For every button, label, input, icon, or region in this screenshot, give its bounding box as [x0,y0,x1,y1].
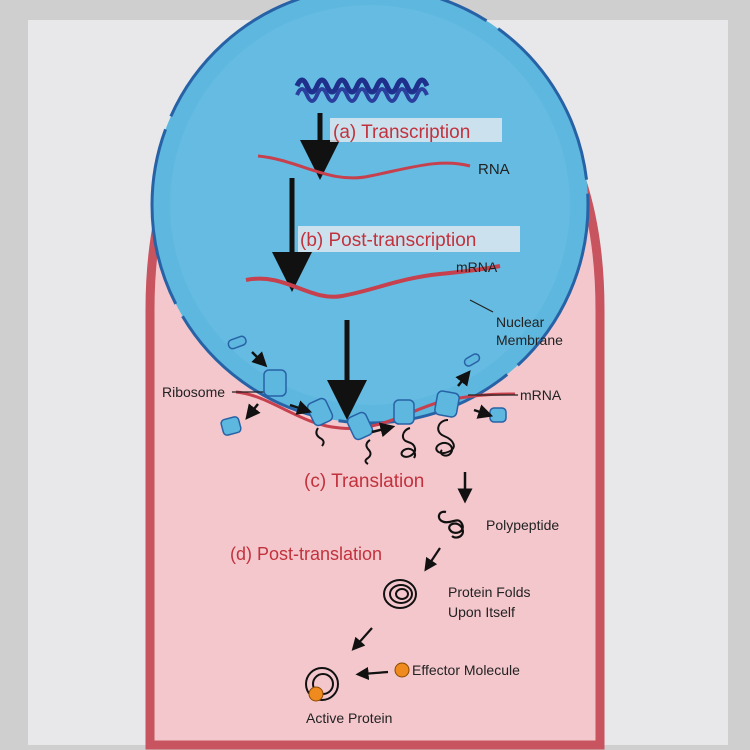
label-protein-folds-1: Protein Folds [448,584,530,600]
ribosome [434,390,460,418]
arrow-folding [351,627,373,651]
polypeptide-icon [437,510,464,539]
folded-protein-icon [383,579,417,609]
label-protein-folds-2: Upon Itself [448,604,515,620]
label-effector-molecule: Effector Molecule [412,662,520,678]
label-ribosome: Ribosome [162,384,225,400]
mrna-strand-nucleus [245,264,501,299]
label-nuclear-membrane-1: Nuclear [496,314,545,330]
label-polypeptide: Polypeptide [486,517,559,533]
ribosome [306,397,334,427]
ribosome-cycle-arrows [245,351,494,438]
post-transcription-label-bg [298,226,520,252]
label-nuclear-membrane-2: Membrane [496,332,563,348]
mrna-strand-cytoplasm [235,390,516,430]
step-post-translation: (d) Post-translation [230,544,382,564]
ribosome [227,335,247,350]
nucleus [150,0,590,425]
ribosome [346,411,374,441]
ribosome [220,416,242,436]
arrow-effector [355,666,389,681]
dna-helix-strand [295,87,429,103]
step-post-transcription: (b) Post-transcription [300,230,476,251]
label-mrna-nucleus: mRNA [456,259,498,275]
active-protein-icon [305,667,339,702]
step-translation: (c) Translation [304,471,424,492]
ribosome [263,369,287,397]
effector-molecule-icon [394,662,410,678]
dna-helix [294,77,430,95]
ribosome [393,399,415,425]
ribosome [463,353,481,367]
bound-effector-icon [308,686,324,702]
arrow-post-translation [424,547,441,572]
ribosomes [220,335,507,441]
label-rna: RNA [478,161,510,178]
step-transcription: (a) Transcription [333,122,470,143]
rna-strand [257,154,471,180]
label-active-protein: Active Protein [306,710,392,726]
transcription-label-bg [330,118,502,142]
label-mrna-cytoplasm: mRNA [520,387,562,403]
nascent-polypeptides [315,419,455,465]
ribosome [489,407,507,423]
nuclear-membrane-pointer [469,299,494,313]
